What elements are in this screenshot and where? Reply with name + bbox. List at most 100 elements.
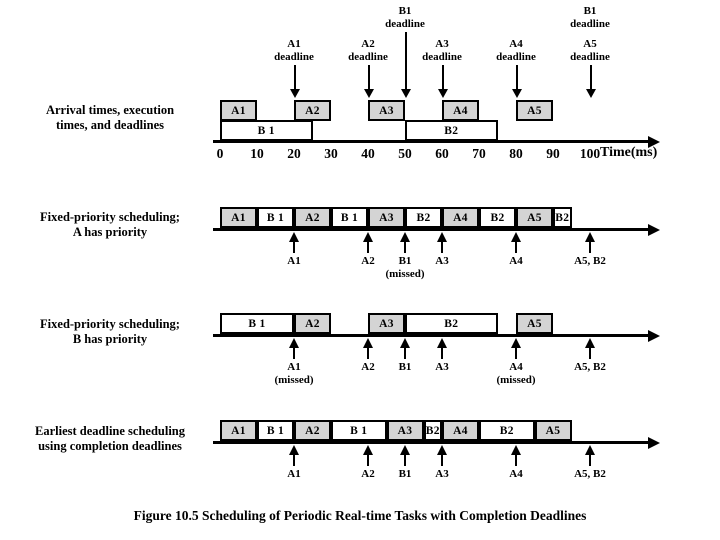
task-block-fixed-priority-a-6: A4 bbox=[442, 207, 479, 228]
task-block-a-1: A2 bbox=[294, 100, 331, 121]
axis-tick-60: 60 bbox=[435, 146, 449, 161]
task-block-fixed-priority-a-7: B2 bbox=[479, 207, 516, 228]
time-unit-label: Time(ms) bbox=[600, 145, 658, 160]
task-block-earliest-deadline-8: A5 bbox=[534, 420, 572, 441]
marker-arrow-fixed-priority-b-5-head bbox=[585, 338, 595, 348]
timeline-axis-earliest-deadline-arrowhead bbox=[648, 436, 660, 449]
deadline-arrow-2-shaft bbox=[405, 32, 407, 89]
marker-arrow-earliest-deadline-2-head bbox=[400, 445, 410, 455]
axis-tick-100: 100 bbox=[579, 146, 601, 161]
marker-arrow-fixed-priority-b-1-shaft bbox=[367, 347, 369, 359]
deadline-label-task: A5 bbox=[583, 38, 597, 50]
row-label-line1: Arrival times, execution bbox=[45, 103, 175, 117]
marker-label-fixed-priority-a-0: A1 bbox=[254, 255, 334, 268]
task-block-a-4: A5 bbox=[516, 100, 553, 121]
deadline-arrow-3-head bbox=[437, 89, 448, 98]
marker-label-line1: B1 bbox=[398, 255, 412, 267]
task-block-fixed-priority-a-8: A5 bbox=[516, 207, 553, 228]
row-label-line2: using completion deadlines bbox=[38, 439, 182, 453]
marker-label-fixed-priority-a-3: A3 bbox=[402, 255, 482, 268]
marker-arrow-earliest-deadline-5-shaft bbox=[589, 454, 591, 466]
marker-arrow-fixed-priority-a-0-shaft bbox=[293, 241, 295, 253]
deadline-label-task: A3 bbox=[435, 38, 449, 50]
row-label-line2: A has priority bbox=[72, 225, 148, 239]
marker-label-line1: A4 bbox=[509, 361, 523, 373]
task-block-fixed-priority-b-4: A5 bbox=[516, 313, 553, 334]
deadline-label-word: deadline bbox=[570, 50, 610, 63]
marker-label-fixed-priority-b-3: A3 bbox=[402, 361, 482, 374]
marker-arrow-fixed-priority-a-1-head bbox=[363, 232, 373, 242]
marker-arrow-fixed-priority-b-5-shaft bbox=[589, 347, 591, 359]
marker-label-line1: A2 bbox=[361, 468, 375, 480]
marker-arrow-fixed-priority-b-2-shaft bbox=[404, 347, 406, 359]
deadline-label-word: deadline bbox=[348, 50, 388, 63]
task-block-earliest-deadline-6: A4 bbox=[442, 420, 479, 441]
row-label-line1: Fixed-priority scheduling; bbox=[40, 210, 180, 224]
marker-arrow-fixed-priority-b-4-shaft bbox=[515, 347, 517, 359]
task-block-fixed-priority-a-2: A2 bbox=[294, 207, 331, 228]
marker-arrow-fixed-priority-b-4-head bbox=[511, 338, 521, 348]
marker-label-earliest-deadline-1: A2 bbox=[328, 468, 408, 481]
marker-label-fixed-priority-b-2: B1 bbox=[365, 361, 445, 374]
task-block-a-0: A1 bbox=[220, 100, 257, 121]
marker-label-earliest-deadline-3: A3 bbox=[402, 468, 482, 481]
marker-arrow-fixed-priority-a-1-shaft bbox=[367, 241, 369, 253]
task-block-fixed-priority-a-1: B 1 bbox=[257, 207, 294, 228]
marker-arrow-fixed-priority-b-1-head bbox=[363, 338, 373, 348]
row-label-line1: Fixed-priority scheduling; bbox=[40, 317, 180, 331]
row-label-line2: times, and deadlines bbox=[55, 118, 164, 132]
task-block-fixed-priority-a-9: B2 bbox=[553, 207, 572, 228]
marker-arrow-fixed-priority-a-5-shaft bbox=[589, 241, 591, 253]
marker-arrow-earliest-deadline-4-head bbox=[511, 445, 521, 455]
marker-arrow-earliest-deadline-4-shaft bbox=[515, 454, 517, 466]
deadline-label-word: deadline bbox=[422, 50, 462, 63]
deadline-arrow-3-shaft bbox=[442, 65, 444, 89]
axis-tick-90: 90 bbox=[546, 146, 560, 161]
task-block-a-2: A3 bbox=[368, 100, 405, 121]
task-block-fixed-priority-b-1: A2 bbox=[294, 313, 331, 334]
deadline-arrow-2-head bbox=[400, 89, 411, 98]
task-block-b-1: B2 bbox=[405, 120, 498, 141]
task-block-earliest-deadline-3: B 1 bbox=[331, 420, 387, 441]
marker-arrow-fixed-priority-b-0-shaft bbox=[293, 347, 295, 359]
marker-label-fixed-priority-a-1: A2 bbox=[328, 255, 408, 268]
marker-label-fixed-priority-b-4: A4(missed) bbox=[476, 361, 556, 387]
row-label-fixed-priority-a: Fixed-priority scheduling;A has priority bbox=[10, 210, 210, 240]
marker-arrow-earliest-deadline-2-shaft bbox=[404, 454, 406, 466]
task-block-fixed-priority-a-4: A3 bbox=[368, 207, 405, 228]
marker-arrow-fixed-priority-b-0-head bbox=[289, 338, 299, 348]
marker-label-line2: (missed) bbox=[496, 374, 536, 386]
marker-label-line1: A4 bbox=[509, 468, 523, 480]
marker-label-line1: A5, B2 bbox=[574, 255, 606, 267]
task-block-b-0: B 1 bbox=[220, 120, 313, 141]
timeline-axis-earliest-deadline bbox=[213, 441, 648, 444]
deadline-label-word: deadline bbox=[385, 17, 425, 30]
deadline-arrow-1-shaft bbox=[368, 65, 370, 89]
marker-arrow-fixed-priority-b-2-head bbox=[400, 338, 410, 348]
deadline-label-task: A1 bbox=[287, 38, 301, 50]
marker-label-fixed-priority-b-0: A1(missed) bbox=[254, 361, 334, 387]
deadline-arrow-6-head bbox=[585, 89, 596, 98]
task-block-earliest-deadline-4: A3 bbox=[386, 420, 424, 441]
deadline-arrow-0-head bbox=[289, 89, 300, 98]
marker-label-earliest-deadline-5: A5, B2 bbox=[550, 468, 630, 481]
marker-label-fixed-priority-b-1: A2 bbox=[328, 361, 408, 374]
timeline-axis-fixed-priority-b bbox=[213, 334, 648, 337]
task-block-fixed-priority-b-3: B2 bbox=[405, 313, 498, 334]
timeline-axis-fixed-priority-b-arrowhead bbox=[648, 329, 660, 342]
row-label-line2: B has priority bbox=[72, 332, 148, 346]
marker-label-line1: A1 bbox=[287, 361, 301, 373]
marker-label-line1: A2 bbox=[361, 361, 375, 373]
deadline-label-task: B1 bbox=[583, 5, 597, 17]
timeline-axis-fixed-priority-a-arrowhead bbox=[648, 223, 660, 236]
axis-tick-80: 80 bbox=[509, 146, 523, 161]
marker-label-fixed-priority-a-5: A5, B2 bbox=[550, 255, 630, 268]
axis-tick-30: 30 bbox=[324, 146, 338, 161]
axis-tick-0: 0 bbox=[216, 146, 224, 161]
marker-label-line1: A2 bbox=[361, 255, 375, 267]
task-block-earliest-deadline-5: B2 bbox=[423, 420, 442, 441]
